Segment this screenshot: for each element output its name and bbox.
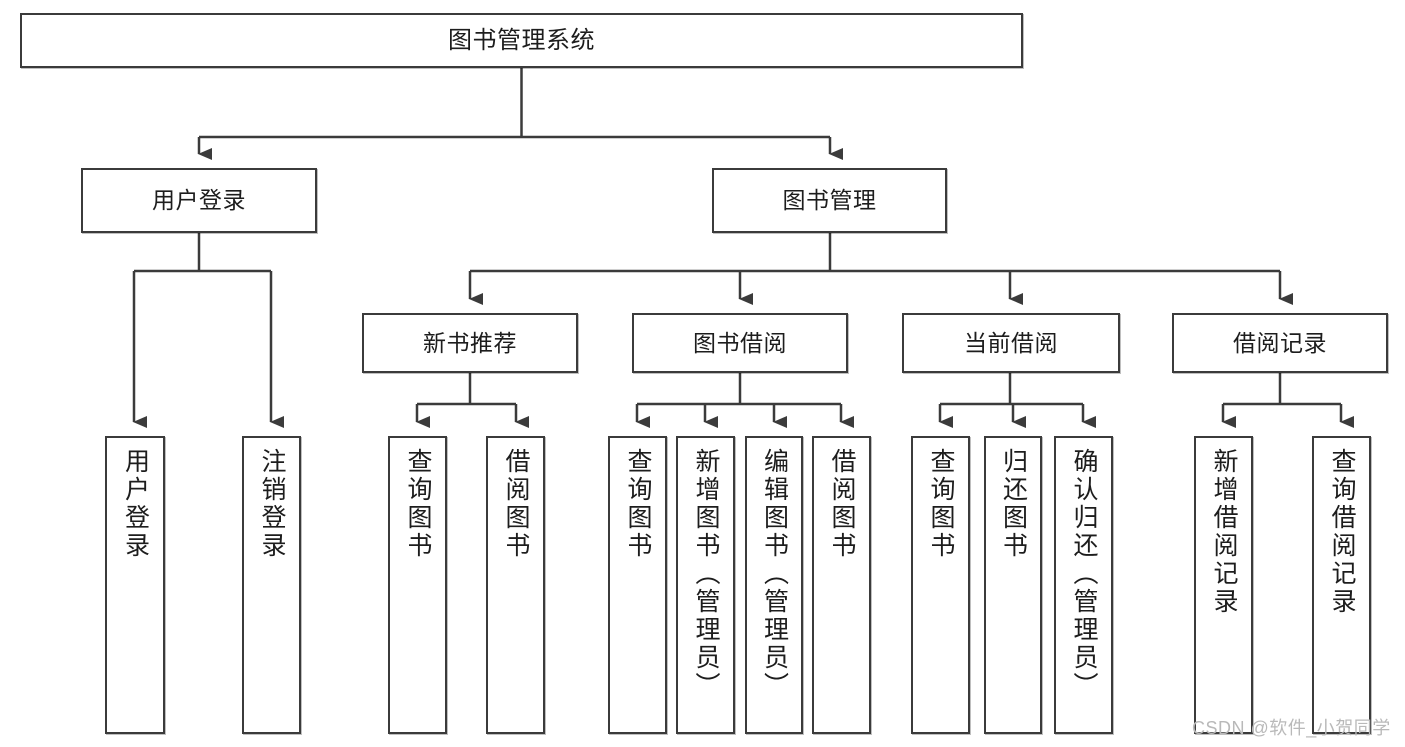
- node-book-manage-label: 图书管理: [782, 187, 877, 214]
- node-leaf-add-borrow-record[interactable]: 新增借阅记录: [1194, 436, 1253, 734]
- node-leaf-borrow-book-1-label: 借阅图书: [502, 448, 530, 560]
- node-book-manage[interactable]: 图书管理: [712, 168, 947, 233]
- node-root[interactable]: 图书管理系统: [20, 13, 1023, 68]
- node-leaf-user-login[interactable]: 用户登录: [105, 436, 165, 734]
- node-user-login[interactable]: 用户登录: [81, 168, 317, 233]
- node-leaf-edit-book-label: 编辑图书（管理员）: [760, 448, 789, 700]
- node-leaf-edit-book[interactable]: 编辑图书（管理员）: [745, 436, 803, 734]
- node-leaf-query-book-2-label: 查询图书: [624, 448, 652, 560]
- node-leaf-add-book-label: 新增图书（管理员）: [692, 448, 720, 700]
- node-root-label: 图书管理系统: [448, 26, 595, 54]
- node-new-book-recommend-label: 新书推荐: [423, 329, 517, 356]
- node-leaf-query-book-3-label: 查询图书: [927, 448, 955, 560]
- node-leaf-borrow-book-2[interactable]: 借阅图书: [812, 436, 871, 734]
- node-leaf-query-book-1[interactable]: 查询图书: [388, 436, 447, 734]
- node-leaf-confirm-return[interactable]: 确认归还（管理员）: [1054, 436, 1113, 734]
- node-leaf-query-book-3[interactable]: 查询图书: [911, 436, 970, 734]
- node-current-borrow[interactable]: 当前借阅: [902, 313, 1120, 373]
- node-leaf-query-book-1-label: 查询图书: [404, 448, 432, 560]
- node-leaf-borrow-book-1[interactable]: 借阅图书: [486, 436, 545, 734]
- node-leaf-return-book[interactable]: 归还图书: [984, 436, 1042, 734]
- node-leaf-add-book[interactable]: 新增图书（管理员）: [676, 436, 735, 734]
- node-leaf-query-borrow-record-label: 查询借阅记录: [1328, 448, 1356, 616]
- node-leaf-logout-label: 注销登录: [258, 448, 286, 560]
- node-leaf-query-borrow-record[interactable]: 查询借阅记录: [1312, 436, 1371, 734]
- node-book-borrow-label: 图书借阅: [693, 329, 787, 356]
- node-borrow-record-label: 借阅记录: [1233, 329, 1327, 356]
- csdn-watermark: CSDN @软件_小贺同学: [1192, 718, 1391, 738]
- node-leaf-add-borrow-record-label: 新增借阅记录: [1210, 448, 1238, 616]
- node-book-borrow[interactable]: 图书借阅: [632, 313, 848, 373]
- node-leaf-borrow-book-2-label: 借阅图书: [828, 448, 856, 560]
- node-leaf-query-book-2[interactable]: 查询图书: [608, 436, 667, 734]
- node-leaf-confirm-return-label: 确认归还（管理员）: [1070, 448, 1098, 700]
- node-borrow-record[interactable]: 借阅记录: [1172, 313, 1388, 373]
- node-leaf-logout[interactable]: 注销登录: [242, 436, 301, 734]
- node-current-borrow-label: 当前借阅: [964, 329, 1058, 356]
- node-leaf-return-book-label: 归还图书: [999, 448, 1028, 560]
- node-new-book-recommend[interactable]: 新书推荐: [362, 313, 578, 373]
- node-user-login-label: 用户登录: [152, 187, 246, 214]
- node-leaf-user-login-label: 用户登录: [121, 448, 150, 560]
